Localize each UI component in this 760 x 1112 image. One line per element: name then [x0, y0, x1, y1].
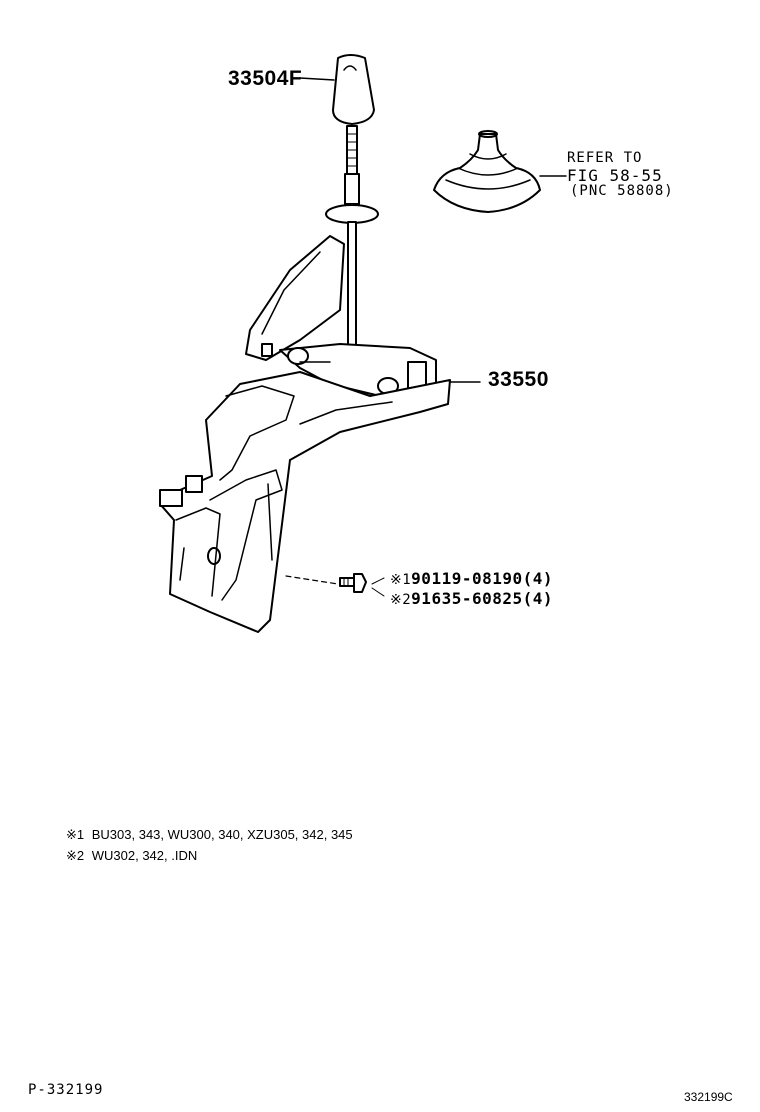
page-code: P-332199 — [28, 1082, 104, 1098]
boot-refer-line-3: (PNC 58808) — [570, 183, 674, 199]
bolt-2-callout: ※291635-60825(4) — [390, 589, 553, 608]
note-1: ※1 BU303, 343, WU300, 340, XZU305, 342, … — [66, 827, 353, 843]
note-2: ※2 WU302, 342, .IDN — [66, 848, 197, 864]
figure-code: 332199C — [684, 1090, 733, 1104]
note-2-text: WU302, 342, .IDN — [91, 848, 198, 863]
boot-refer-line-1: REFER TO — [567, 150, 643, 166]
lever-assembly-part-number: 33550 — [488, 368, 549, 391]
shift-shaft-drawing — [326, 126, 378, 350]
bolt-1-mark: ※1 — [390, 572, 412, 588]
bolt-drawing — [286, 574, 384, 596]
shift-lever-housing-drawing — [160, 236, 480, 632]
note-1-text: BU303, 343, WU300, 340, XZU305, 342, 345 — [91, 827, 353, 842]
bolt-1-callout: ※190119-08190(4) — [390, 569, 553, 588]
bolt-1-part-number: 90119-08190(4) — [411, 569, 554, 588]
note-2-mark: ※2 — [66, 848, 85, 863]
note-1-mark: ※1 — [66, 827, 85, 842]
bolt-2-part-number: 91635-60825(4) — [411, 589, 554, 608]
bolt-2-mark: ※2 — [390, 592, 412, 608]
shift-knob-drawing — [300, 55, 374, 124]
shift-boot-drawing — [434, 131, 566, 212]
knob-part-number: 33504F — [228, 67, 303, 90]
boot-refer-line-2: FIG 58-55 — [567, 166, 663, 185]
